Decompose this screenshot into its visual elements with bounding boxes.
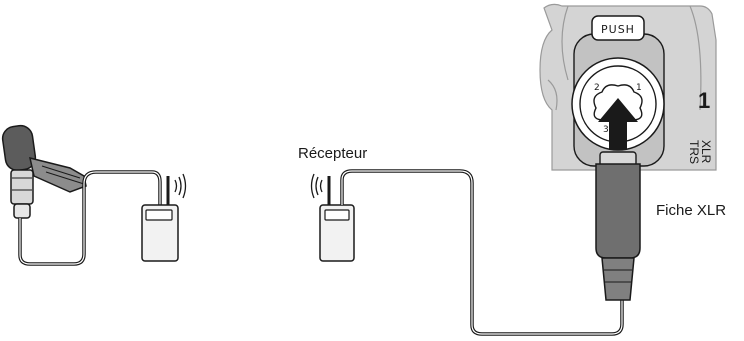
xlr-plug-strain-relief: [601, 257, 635, 301]
receiver-label: Récepteur: [298, 145, 367, 162]
tie-clip: [29, 156, 87, 193]
lavalier-microphone: [1, 124, 162, 266]
receiver-signal-waves-icon: [310, 173, 323, 199]
bodypack-transmitter: [141, 173, 187, 262]
plug-label: Fiche XLR: [656, 202, 726, 219]
pin-1-label: 1: [636, 83, 642, 93]
recorder-input-panel: PUSH 2 1 3 1 XLR TRS: [539, 3, 717, 171]
pin-3-label: 3: [603, 125, 609, 135]
pin-2-label: 2: [594, 83, 600, 93]
xlr-plug: [595, 151, 641, 301]
input-type-xlr: XLR: [699, 140, 713, 164]
push-label: PUSH: [601, 23, 635, 36]
receiver-cable: [340, 169, 624, 336]
mic-body: [10, 169, 34, 205]
xlr-plug-body: [595, 163, 641, 259]
mic-cable: [18, 170, 162, 266]
receiver: [310, 173, 355, 262]
input-type-trs: TRS: [687, 140, 701, 164]
up-arrow-icon: [598, 98, 638, 150]
signal-waves-icon: [174, 173, 187, 199]
push-latch: [591, 15, 645, 41]
channel-number: 1: [698, 88, 710, 113]
